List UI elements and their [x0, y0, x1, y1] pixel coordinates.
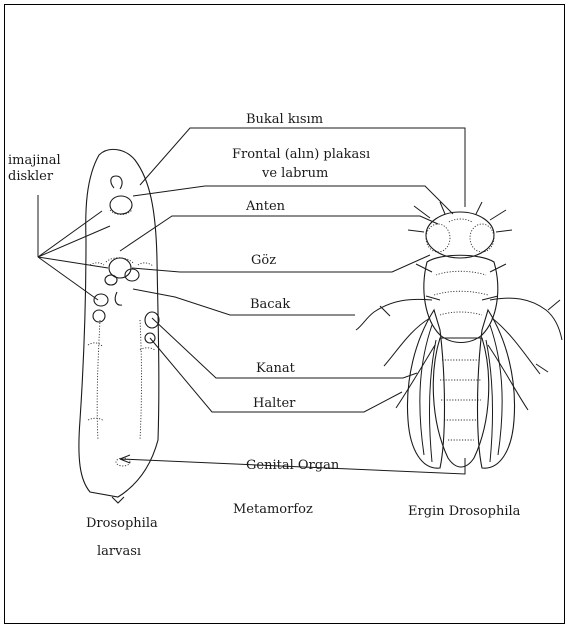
- label-larva-line2: larvası: [97, 544, 141, 559]
- label-imaginal-discs-line1: imajinal: [8, 153, 61, 168]
- labels: imajinal diskler Bukal kısım Frontal (al…: [8, 112, 521, 559]
- label-frontal-line2: ve labrum: [261, 166, 328, 181]
- label-eye: Göz: [251, 253, 276, 268]
- label-frontal-line1: Frontal (alın) plakası: [232, 147, 370, 162]
- label-haltere: Halter: [253, 396, 296, 411]
- label-leg: Bacak: [250, 297, 290, 312]
- label-adult-drosophila: Ergin Drosophila: [408, 504, 521, 519]
- adult-fly-drawing: [356, 202, 562, 468]
- label-antenna: Anten: [245, 199, 286, 214]
- larva-drawing: [79, 149, 159, 503]
- label-wing: Kanat: [256, 361, 296, 376]
- label-larva-line1: Drosophila: [86, 516, 158, 531]
- label-genital-organ: Genital Organ: [246, 458, 340, 473]
- label-metamorphosis: Metamorfoz: [233, 502, 313, 517]
- label-imaginal-discs-line2: diskler: [8, 169, 54, 184]
- label-mouthparts: Bukal kısım: [246, 112, 323, 127]
